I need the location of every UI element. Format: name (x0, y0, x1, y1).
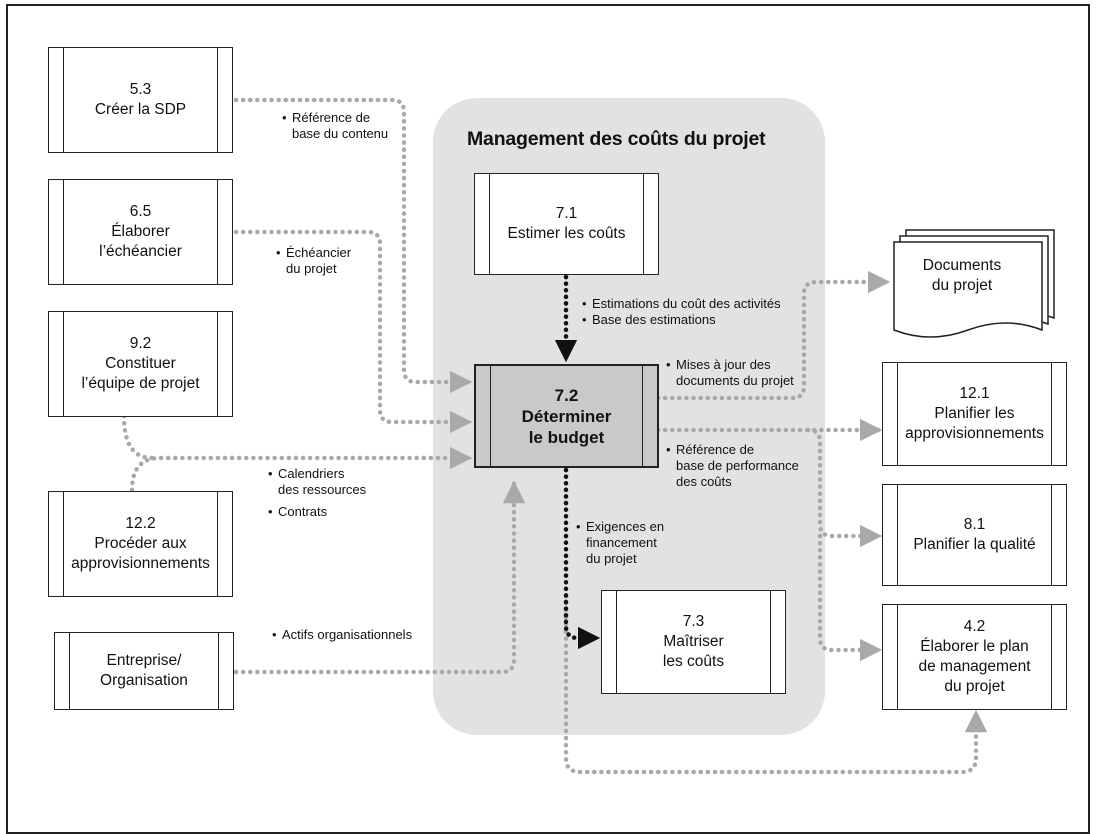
flow-7-2-to-4-2 (817, 533, 883, 662)
label-reference-contenu: Référence de base du contenu (282, 110, 388, 142)
label-mises-a-jour-documents: Mises à jour des documents du projet (666, 357, 794, 389)
flow-7-2-to-7-3 (563, 467, 601, 650)
label-estimations: Estimations du coût des activités Base d… (582, 296, 781, 328)
flow-7-2-to-8-1 (805, 427, 883, 548)
process-entreprise-organisation: Entreprise/Organisation (54, 632, 234, 710)
flow-7-3-to-4-2 (563, 593, 988, 775)
flow-7-2-to-documents (655, 270, 891, 401)
flow-9-2-to-7-2 (121, 413, 155, 461)
label-actifs-organisationnels: Actifs organisationnels (272, 627, 412, 643)
group-title: Management des coûts du projet (467, 128, 766, 150)
label-exigences-financement: Exigences en financement du projet (576, 519, 664, 567)
project-documents-icon (893, 229, 1055, 338)
flow-12-2-to-7-2 (129, 446, 473, 493)
label-calendriers-contrats: Calendriers des ressources Contrats (268, 466, 366, 520)
flow-5-3-to-7-2 (233, 97, 473, 394)
flow-6-5-to-7-2 (233, 229, 473, 434)
label-reference-performance: Référence de base de performance des coû… (666, 442, 799, 490)
label-echeancier-projet: Échéancier du projet (276, 245, 351, 277)
flow-entreprise-to-7-2 (233, 480, 526, 675)
